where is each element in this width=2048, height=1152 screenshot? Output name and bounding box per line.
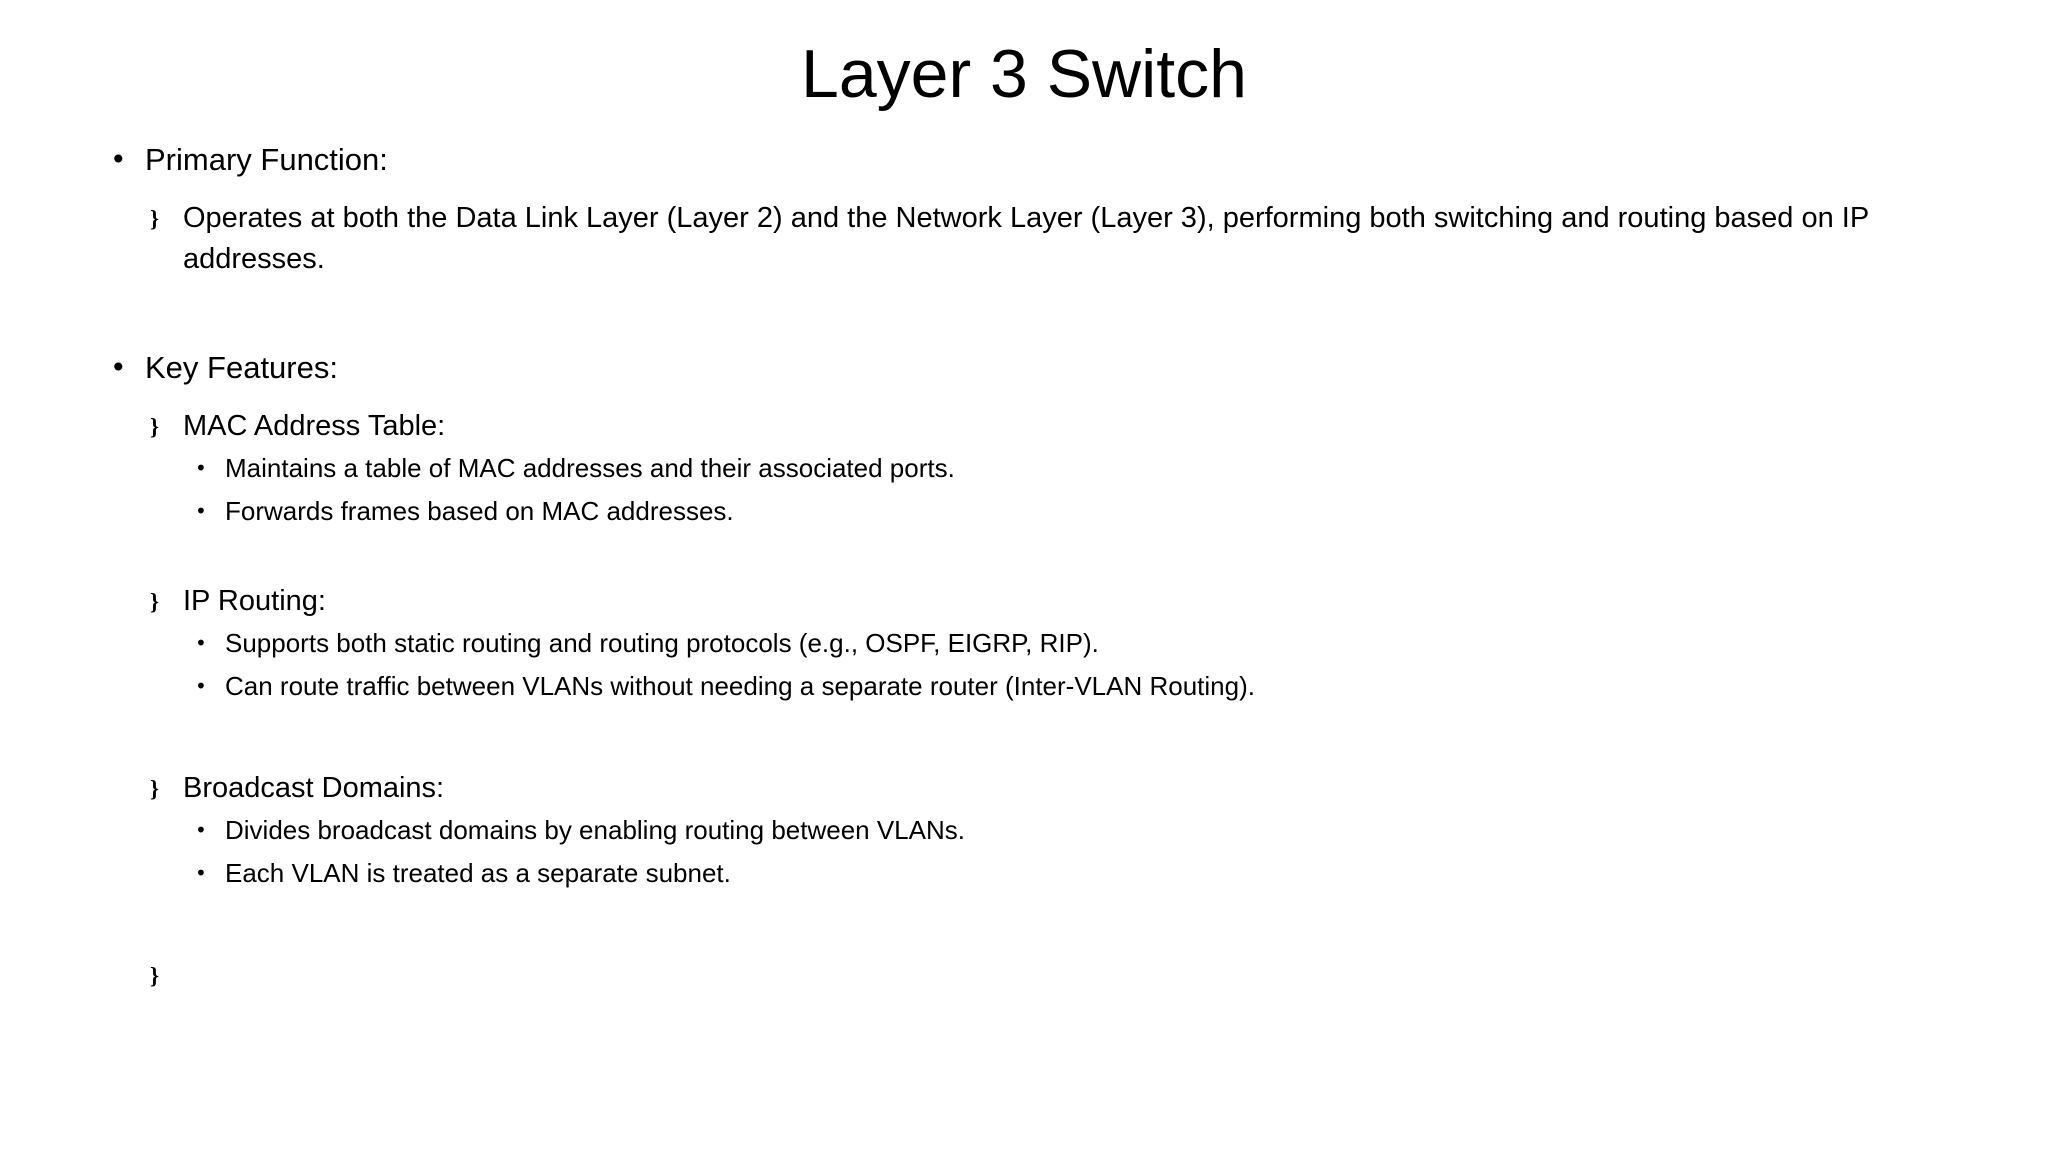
list-item-label: Can route traffic between VLANs without …: [225, 671, 1255, 701]
list-item[interactable]: • Divides broadcast domains by enabling …: [0, 809, 2048, 852]
list-item-label: Broadcast Domains:: [183, 772, 445, 804]
bullet-level3-icon: •: [195, 631, 207, 655]
list-item-label: Maintains a table of MAC addresses and t…: [225, 453, 955, 483]
list-item-label: [183, 955, 1973, 996]
bullet-level2-icon: }: [150, 414, 160, 439]
bullet-level3-icon: •: [195, 456, 207, 480]
list-item[interactable]: } Operates at both the Data Link Layer (…: [0, 198, 2048, 280]
list-item-label: IP Routing:: [183, 585, 326, 617]
spacer: [0, 708, 2048, 768]
bullet-level1-icon: •: [110, 351, 127, 384]
bullet-level2-icon: }: [150, 206, 160, 231]
list-item[interactable]: • Each VLAN is treated as a separate sub…: [0, 852, 2048, 895]
list-item-label: Each VLAN is treated as a separate subne…: [225, 858, 731, 888]
list-item[interactable]: } IP Routing:: [0, 581, 2048, 622]
list-item[interactable]: • Primary Function:: [0, 138, 2048, 182]
list-item[interactable]: • Forwards frames based on MAC addresses…: [0, 490, 2048, 533]
bullet-level3-icon: •: [195, 674, 207, 698]
list-item-label: Primary Function:: [145, 142, 388, 177]
bullet-level3-icon: •: [195, 818, 207, 842]
bullet-level3-icon: •: [195, 861, 207, 885]
spacer: [0, 280, 2048, 346]
list-item-label: Forwards frames based on MAC addresses.: [225, 496, 734, 526]
list-item-label: Supports both static routing and routing…: [225, 628, 1099, 658]
list-item[interactable]: } Broadcast Domains:: [0, 768, 2048, 809]
slide-body: • Primary Function: } Operates at both t…: [0, 138, 2048, 996]
page-title: Layer 3 Switch: [801, 36, 1247, 112]
spacer: [0, 182, 2048, 198]
bullet-level2-icon: }: [150, 963, 160, 988]
list-item[interactable]: • Supports both static routing and routi…: [0, 622, 2048, 665]
bullet-level1-icon: •: [110, 143, 127, 176]
spacer: [0, 390, 2048, 406]
list-item-label: Key Features:: [145, 350, 338, 385]
list-item-label: MAC Address Table:: [183, 410, 446, 442]
list-item[interactable]: • Can route traffic between VLANs withou…: [0, 665, 2048, 708]
list-item[interactable]: • Key Features:: [0, 346, 2048, 390]
bullet-level3-icon: •: [195, 499, 207, 523]
spacer: [0, 895, 2048, 955]
bullet-level2-icon: }: [150, 589, 160, 614]
list-item[interactable]: • Maintains a table of MAC addresses and…: [0, 447, 2048, 490]
spacer: [0, 533, 2048, 581]
list-item[interactable]: } MAC Address Table:: [0, 406, 2048, 447]
list-item-label: Divides broadcast domains by enabling ro…: [225, 815, 965, 845]
bullet-level2-icon: }: [150, 776, 160, 801]
list-item-empty[interactable]: }: [0, 955, 2048, 996]
list-item-label: Operates at both the Data Link Layer (La…: [183, 202, 1877, 275]
